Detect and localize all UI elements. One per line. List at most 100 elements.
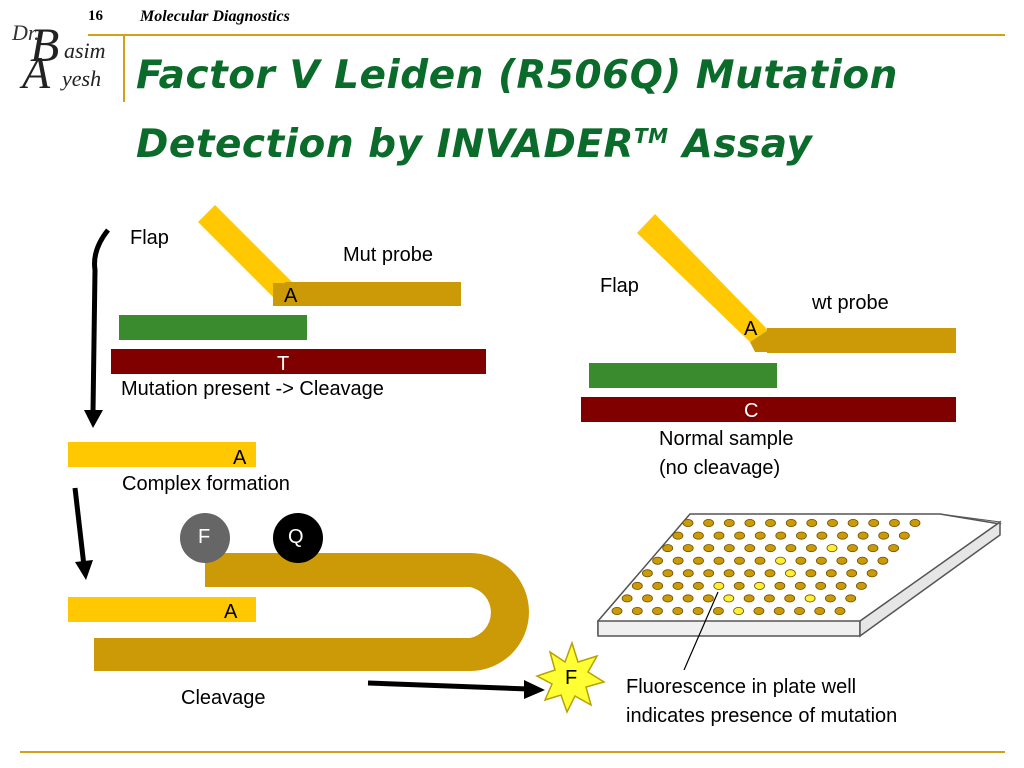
- plate-well-fluorescent: [785, 569, 796, 578]
- wt-primer-bar: [589, 363, 777, 388]
- plate-well: [847, 519, 859, 528]
- plate-well: [682, 569, 694, 578]
- title-line2-end: Assay: [668, 122, 813, 167]
- plate-well: [733, 581, 745, 590]
- plate-well: [785, 519, 797, 528]
- wt-flap-label: Flap: [600, 275, 639, 297]
- plate-well: [642, 569, 653, 578]
- plate-pointer-line: [683, 591, 719, 671]
- plate-well: [713, 556, 725, 565]
- logo-asim-text: asim: [64, 38, 106, 63]
- plate-well: [713, 531, 725, 540]
- plate-well: [734, 556, 745, 565]
- wt-caption-line2: (no cleavage): [659, 457, 781, 479]
- mut-target-base: T: [277, 353, 290, 375]
- trademark-mark: TM: [634, 124, 669, 148]
- course-title: Molecular Diagnostics: [140, 8, 290, 25]
- logo-initial-b: B: [30, 19, 60, 72]
- mut-target-bar: [111, 349, 486, 374]
- wt-probe-base: A: [744, 318, 758, 340]
- plate-well: [856, 581, 867, 590]
- plate-well: [866, 569, 878, 578]
- plate-well: [692, 607, 704, 616]
- plate-well: [754, 556, 766, 565]
- plate-top-outline: [596, 513, 1002, 622]
- plate-well: [631, 581, 643, 590]
- plate-well: [693, 581, 704, 590]
- slide-number: 16: [88, 8, 103, 24]
- plate-well: [672, 531, 684, 540]
- mut-flap-arm: [198, 205, 305, 306]
- plate-well: [806, 519, 818, 528]
- plate-well: [835, 581, 847, 590]
- mut-caption: Mutation present -> Cleavage: [121, 378, 384, 400]
- plate-well: [794, 581, 806, 590]
- plate-well: [652, 581, 664, 590]
- plate-well: [743, 594, 755, 603]
- plate-well: [794, 607, 805, 616]
- plate-well: [846, 569, 858, 578]
- title-line2-main: Detection by INVADER: [136, 122, 635, 167]
- complex-flap-base: A: [233, 447, 247, 469]
- cleaved-flap-bar: [68, 597, 256, 622]
- plate-well-fluorescent: [826, 544, 838, 553]
- plate-well: [703, 594, 714, 603]
- plate-well: [672, 556, 684, 565]
- plate-well: [796, 531, 807, 540]
- plate-well: [889, 519, 900, 528]
- hairpin-loop: [470, 553, 529, 671]
- wt-caption-line1: Normal sample: [659, 428, 794, 450]
- logo-initial-a: A: [22, 47, 51, 98]
- signal-arrow: [367, 680, 529, 692]
- plate-well: [805, 569, 817, 578]
- plate-well: [703, 544, 715, 553]
- mut-probe-label: Mut probe: [343, 244, 434, 266]
- plate-well: [672, 581, 684, 590]
- plate-front-edge: [597, 620, 861, 637]
- plate-well: [878, 531, 890, 540]
- wt-flap-arm: [637, 214, 768, 342]
- plate-well: [734, 531, 745, 540]
- plate-well: [662, 544, 674, 553]
- plate-well: [693, 556, 704, 565]
- plate-well: [888, 544, 899, 553]
- plate-well: [816, 531, 828, 540]
- plate-well: [837, 531, 848, 540]
- mut-probe-bar: [285, 282, 461, 306]
- plate-well-fluorescent: [804, 594, 816, 603]
- wt-probe-label: wt probe: [812, 292, 889, 314]
- fluorophore-label: F: [198, 526, 211, 548]
- plate-well-fluorescent: [723, 594, 735, 603]
- plate-well-fluorescent: [713, 581, 725, 590]
- plate-well: [642, 594, 653, 603]
- complex-caption: Complex formation: [122, 473, 290, 495]
- plate-well: [898, 531, 910, 540]
- plate-well: [611, 607, 623, 616]
- plate-well: [723, 569, 735, 578]
- plate-well: [672, 607, 684, 616]
- plate-well: [765, 544, 776, 553]
- mut-flap-label: Flap: [130, 227, 169, 249]
- complex-flap-bar: [68, 442, 256, 467]
- logo-dr-text: Dr.: [12, 20, 40, 45]
- quencher-circle: [273, 513, 323, 563]
- plate-well: [827, 519, 838, 528]
- plate-well-fluorescent: [775, 556, 786, 565]
- plate-well: [723, 519, 735, 528]
- wt-target-base: C: [744, 400, 759, 422]
- fluorophore-circle: [180, 513, 230, 563]
- wt-flap-junction: [750, 330, 768, 352]
- quencher-label: Q: [288, 526, 304, 548]
- wt-probe-bar: [767, 328, 956, 353]
- plate-well: [662, 569, 674, 578]
- plate-well: [773, 607, 785, 616]
- plate-well: [857, 531, 869, 540]
- plate-well: [682, 544, 694, 553]
- plate-well: [652, 607, 663, 616]
- plate-well: [703, 569, 715, 578]
- plate-well: [764, 594, 775, 603]
- hairpin-top-strand: [205, 553, 470, 587]
- mut-probe-base: A: [284, 285, 298, 307]
- plate-well: [713, 607, 724, 616]
